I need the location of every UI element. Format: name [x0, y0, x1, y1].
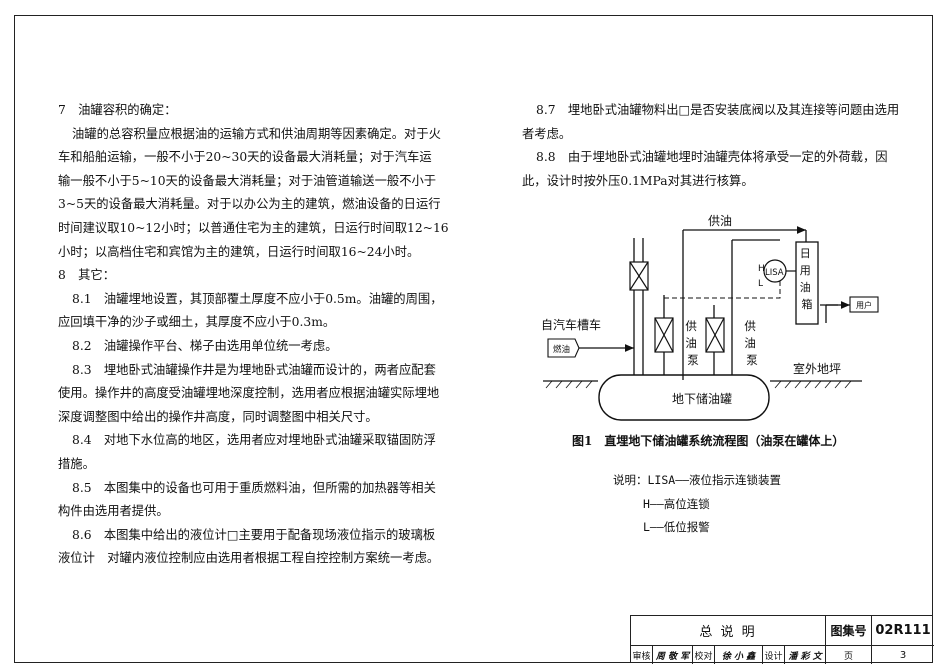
atlas-number: 02R111 — [872, 616, 934, 646]
text-line: 8.7 埋地卧式油罐物料出□是否安装底阀以及其连接等问题由选用 — [536, 103, 900, 117]
user-box — [849, 296, 879, 313]
lisa-label: LISA — [765, 268, 784, 278]
right-text-column: 8.7 埋地卧式油罐物料出□是否安装底阀以及其连接等问题由选用 者考虑。 8.8… — [522, 99, 900, 193]
review-signature: 周 敬 军 — [653, 646, 693, 664]
text-line: 8.5 本图集中的设备也可用于重质燃料油，但所需的加热器等相关 — [72, 480, 436, 495]
signal-line — [664, 278, 781, 299]
pump-2-label: 供 油 泵 — [744, 319, 759, 367]
drawing-frame — [14, 15, 933, 663]
text-line: 3~5天的设备最大消耗量。对于以办公为主的建筑，燃油设备的日运行 — [58, 197, 441, 212]
review-label: 审核 — [631, 646, 653, 664]
text-line: 液位计 对罐内液位控制应由选用者根据工程自控控制方案统一考虑。 — [58, 551, 440, 566]
text-line: 小时；以高档住宅和宾馆为主的建筑，日运行时间取16~24小时。 — [58, 244, 420, 259]
text-line: 应回填干净的沙子或细土，其厚度不应小于0.3m。 — [58, 315, 336, 330]
text-line: 车和船舶运输，一般不小于20~30天的设备最大消耗量；对于汽车运 — [58, 150, 432, 165]
text-line: 8.4 对地下水位高的地区，选用者应对埋地卧式油罐采取锚固防浮 — [72, 433, 436, 448]
text-line: 构件由选用者提供。 — [58, 504, 169, 519]
atlas-label: 图集号 — [826, 616, 872, 646]
pump-2 — [705, 317, 725, 353]
supply-label: 供油 — [708, 214, 732, 228]
text-line: 油罐的总容积量应根据油的运输方式和供油周期等因素确定。对于火 — [72, 126, 441, 141]
pump-label-char: 油 — [744, 336, 756, 350]
text-line: 8.1 油罐埋地设置，其顶部覆土厚度不应小于0.5m。油罐的周围， — [72, 291, 443, 306]
legend-line-1: 说明：LISA——液位指示连锁装置 — [613, 473, 782, 487]
pump-1-label: 供 油 泵 — [685, 319, 700, 367]
pump-1 — [654, 317, 674, 353]
text-line: 者考虑。 — [522, 126, 572, 141]
design-label: 设计 — [763, 646, 785, 664]
title-cell: 总 说 明 — [631, 616, 826, 646]
l-label: L — [758, 279, 763, 289]
section-7-heading: 7 油罐容积的确定： — [58, 103, 177, 117]
text-line: 8.2 油罐操作平台、梯子由选用单位统一考虑。 — [72, 338, 338, 353]
left-text-column: 7 油罐容积的确定： 油罐的总容积量应根据油的运输方式和供油周期等因素确定。对于… — [58, 99, 449, 571]
text-line: 措施。 — [58, 456, 95, 471]
text-line: 时间建议取10~12小时；以普通住宅为主的建筑，日运行时间取12~16 — [58, 220, 449, 235]
check-signature: 徐 小 鑫 — [715, 646, 763, 664]
truck-label: 自汽车槽车 — [541, 317, 601, 332]
tank-label: 地下储油罐 — [672, 391, 732, 406]
fuel-truck-box — [547, 338, 580, 358]
text-line: 使用。操作井的高度受油罐埋地深度控制，选用者应根据油罐实际埋地 — [58, 386, 440, 401]
ground-label: 室外地坪 — [793, 361, 841, 376]
text-line: 8.8 由于埋地卧式油罐地埋时油罐壳体将承受一定的外荷载，因 — [536, 150, 888, 165]
legend-line-3: L——低位报警 — [643, 520, 710, 534]
daily-tank-char: 油 — [800, 280, 811, 294]
section-8-heading: 8 其它： — [58, 268, 116, 283]
filter — [629, 261, 649, 291]
legend-line-2: H——高位连锁 — [643, 497, 710, 511]
pump-label-char: 泵 — [746, 353, 758, 367]
text-line: 此，设计时按外压0.1MPa对其进行核算。 — [522, 173, 754, 188]
daily-tank-label: 日 用 油 箱 — [800, 247, 815, 311]
page-number: 3 — [899, 649, 907, 661]
user-label: 用户 — [856, 300, 872, 310]
h-label: H — [758, 264, 765, 274]
text-line: 输一般不小于5~10天的设备最大消耗量；对于油管道输送一般不小于 — [58, 173, 437, 188]
daily-tank-char: 日 — [800, 247, 811, 260]
title-block: 总 说 明 图集号 02R111 审核 周 敬 军 校对 徐 小 鑫 设计 潘 … — [630, 615, 934, 664]
text-line: 深度调整图中给出的操作井高度，同时调整图中相关尺寸。 — [58, 409, 378, 424]
pump-label-char: 供 — [744, 319, 756, 333]
check-label: 校对 — [693, 646, 715, 664]
design-signature: 潘 彩 文 — [785, 646, 826, 664]
underground-tank — [598, 374, 770, 421]
pump-label-char: 油 — [685, 336, 697, 350]
page-label: 页 — [826, 646, 872, 664]
text-line: 8.6 本图集中给出的液位计□主要用于配备现场液位指示的玻璃板 — [72, 527, 436, 542]
ground-line — [543, 380, 862, 389]
daily-tank-char: 用 — [800, 264, 811, 277]
fuel-label: 燃油 — [553, 344, 570, 355]
daily-tank — [795, 241, 819, 325]
figure-caption: 图1 直埋地下储油罐系统流程图（油泵在罐体上） — [572, 434, 845, 448]
daily-tank-char: 箱 — [802, 297, 813, 311]
pump-label-char: 供 — [685, 319, 697, 333]
text-line: 8.3 埋地卧式油罐操作井是为埋地卧式油罐而设计的，两者应配套 — [72, 362, 436, 377]
pump-label-char: 泵 — [687, 353, 699, 367]
pipe — [575, 226, 850, 380]
